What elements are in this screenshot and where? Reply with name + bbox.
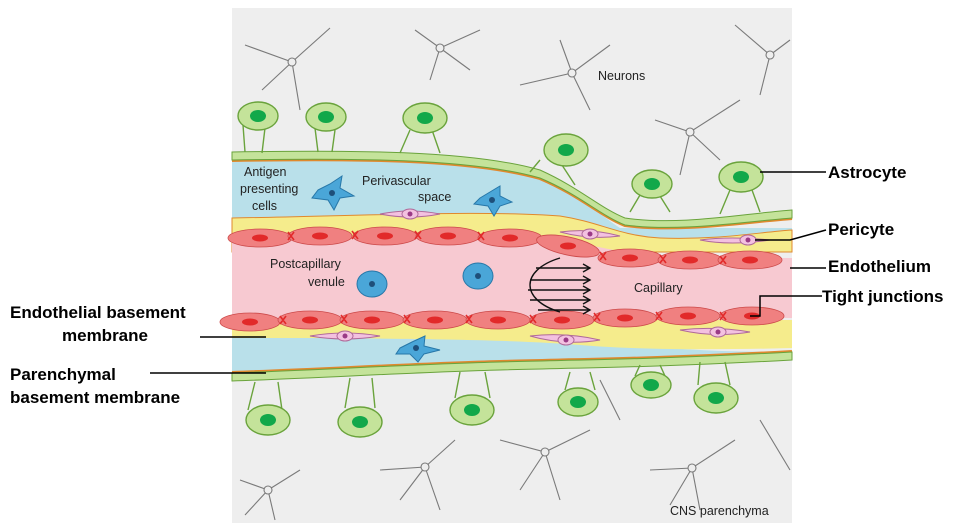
perivascular-label-line1: Perivascular <box>362 174 431 188</box>
capillary-label: Capillary <box>634 281 683 295</box>
astrocyte-label: Astrocyte <box>828 163 906 182</box>
pericyte-label: Pericyte <box>828 220 894 239</box>
postcapillary-label-line2: venule <box>308 275 345 289</box>
parenchymal-bm-label-line1: Parenchymal <box>10 365 116 384</box>
neurons-label: Neurons <box>598 69 645 83</box>
apc-label-line1: Antigen <box>244 165 286 179</box>
apc-label-line2: presenting <box>240 182 298 196</box>
parenchymal-bm-label-line2: basement membrane <box>10 388 180 407</box>
apc-label-line3: cells <box>252 199 277 213</box>
cns-parenchyma-label: CNS parenchyma <box>670 504 769 518</box>
endothelial-bm-label-line2: membrane <box>62 326 148 345</box>
tight-junctions-label: Tight junctions <box>822 287 944 306</box>
endothelium-label: Endothelium <box>828 257 931 276</box>
postcapillary-label-line1: Postcapillary <box>270 257 342 271</box>
perivascular-label-line2: space <box>418 190 451 204</box>
endothelial-bm-label-line1: Endothelial basement <box>10 303 186 322</box>
